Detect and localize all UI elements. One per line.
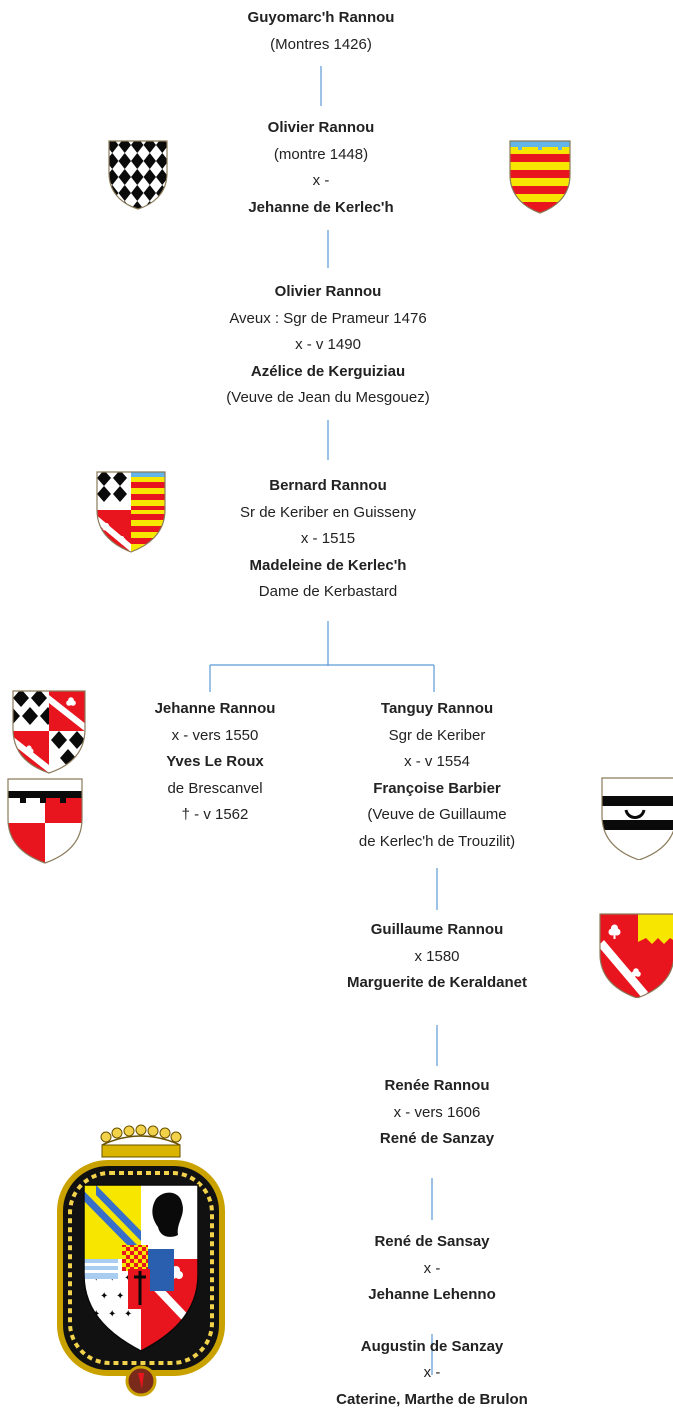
spouse-name: Madeleine de Kerlec'h <box>178 553 478 580</box>
barbier-arms-icon <box>600 776 673 860</box>
person-bernard: Bernard Rannou Sr de Keriber en Guisseny… <box>178 473 478 606</box>
spouse-note: de Kerlec'h de Trouzilit) <box>312 829 562 856</box>
rannou-arms-icon <box>107 139 169 211</box>
person-note: Aveux : Sgr de Prameur 1476 <box>178 306 478 333</box>
person-note: (Montres 1426) <box>221 32 421 59</box>
person-name: Olivier Rannou <box>221 115 421 142</box>
person-note: (montre 1448) <box>221 142 421 169</box>
person-renee: Renée Rannou x - vers 1606 René de Sanza… <box>317 1073 557 1153</box>
person-note: Sr de Keriber en Guisseny <box>178 500 478 527</box>
person-name: Bernard Rannou <box>178 473 478 500</box>
person-guillaume: Guillaume Rannou x 1580 Marguerite de Ke… <box>317 917 557 997</box>
spouse-note: (Veuve de Guillaume <box>312 802 562 829</box>
person-name: Jehanne Rannou <box>125 696 305 723</box>
person-olivier-2: Olivier Rannou Aveux : Sgr de Prameur 14… <box>178 279 478 412</box>
marriage-mark: x - vers 1606 <box>317 1100 557 1127</box>
svg-text:✦: ✦ <box>124 1309 132 1320</box>
marriage-mark: x - vers 1550 <box>125 723 305 750</box>
person-tanguy: Tanguy Rannou Sgr de Keriber x - v 1554 … <box>312 696 562 855</box>
sanzay-achievement-icon: ✦✦✦✦✦✦✦✦ <box>46 1119 236 1401</box>
bernard-combined-arms-icon <box>95 470 167 554</box>
spouse-name: Françoise Barbier <box>312 776 562 803</box>
marriage-mark: x - v 1490 <box>178 332 478 359</box>
jehanne-combined-arms-icon <box>11 689 87 775</box>
svg-text:✦: ✦ <box>100 1291 108 1302</box>
person-name: Guyomarc'h Rannou <box>221 5 421 32</box>
spouse-name: Marguerite de Keraldanet <box>317 970 557 997</box>
spouse-name: René de Sanzay <box>317 1126 557 1153</box>
marriage-mark: x - <box>292 1360 572 1387</box>
person-name: Tanguy Rannou <box>312 696 562 723</box>
marriage-mark: x 1580 <box>317 944 557 971</box>
person-name: René de Sansay <box>312 1229 552 1256</box>
kerlech-arms-icon <box>508 139 572 215</box>
spouse-note: Dame de Kerbastard <box>178 579 478 606</box>
person-guyomarch: Guyomarc'h Rannou (Montres 1426) <box>221 5 421 58</box>
spouse-name: Jehanne de Kerlec'h <box>221 195 421 222</box>
spouse-name: Azélice de Kerguiziau <box>178 359 478 386</box>
marriage-mark: x - <box>312 1256 552 1283</box>
person-name: Guillaume Rannou <box>317 917 557 944</box>
svg-text:✦: ✦ <box>108 1309 116 1320</box>
marriage-mark: x - v 1554 <box>312 749 562 776</box>
spouse-note: (Veuve de Jean du Mesgouez) <box>178 385 478 412</box>
spouse-note: de Brescanvel <box>125 776 305 803</box>
marriage-mark: x - 1515 <box>178 526 478 553</box>
person-name: Renée Rannou <box>317 1073 557 1100</box>
spouse-name: Jehanne Lehenno <box>312 1282 552 1309</box>
marriage-mark: x - <box>221 168 421 195</box>
person-augustin: Augustin de Sanzay <box>292 1334 572 1361</box>
person-olivier-1: Olivier Rannou (montre 1448) x - Jehanne… <box>221 115 421 221</box>
spouse-name: Yves Le Roux <box>125 749 305 776</box>
person-augustin-extra: x - Caterine, Marthe de Brulon <box>292 1360 572 1413</box>
le-roux-arms-icon <box>6 777 84 865</box>
person-name: Augustin de Sanzay <box>292 1334 572 1361</box>
person-name: Olivier Rannou <box>178 279 478 306</box>
svg-text:✦: ✦ <box>116 1291 124 1302</box>
person-rene: René de Sansay x - Jehanne Lehenno <box>312 1229 552 1309</box>
person-note: Sgr de Keriber <box>312 723 562 750</box>
person-jehanne: Jehanne Rannou x - vers 1550 Yves Le Rou… <box>125 696 305 829</box>
death-note: † - v 1562 <box>125 802 305 829</box>
keraldanet-arms-icon <box>598 912 673 998</box>
spouse-name: Caterine, Marthe de Brulon <box>292 1387 572 1413</box>
